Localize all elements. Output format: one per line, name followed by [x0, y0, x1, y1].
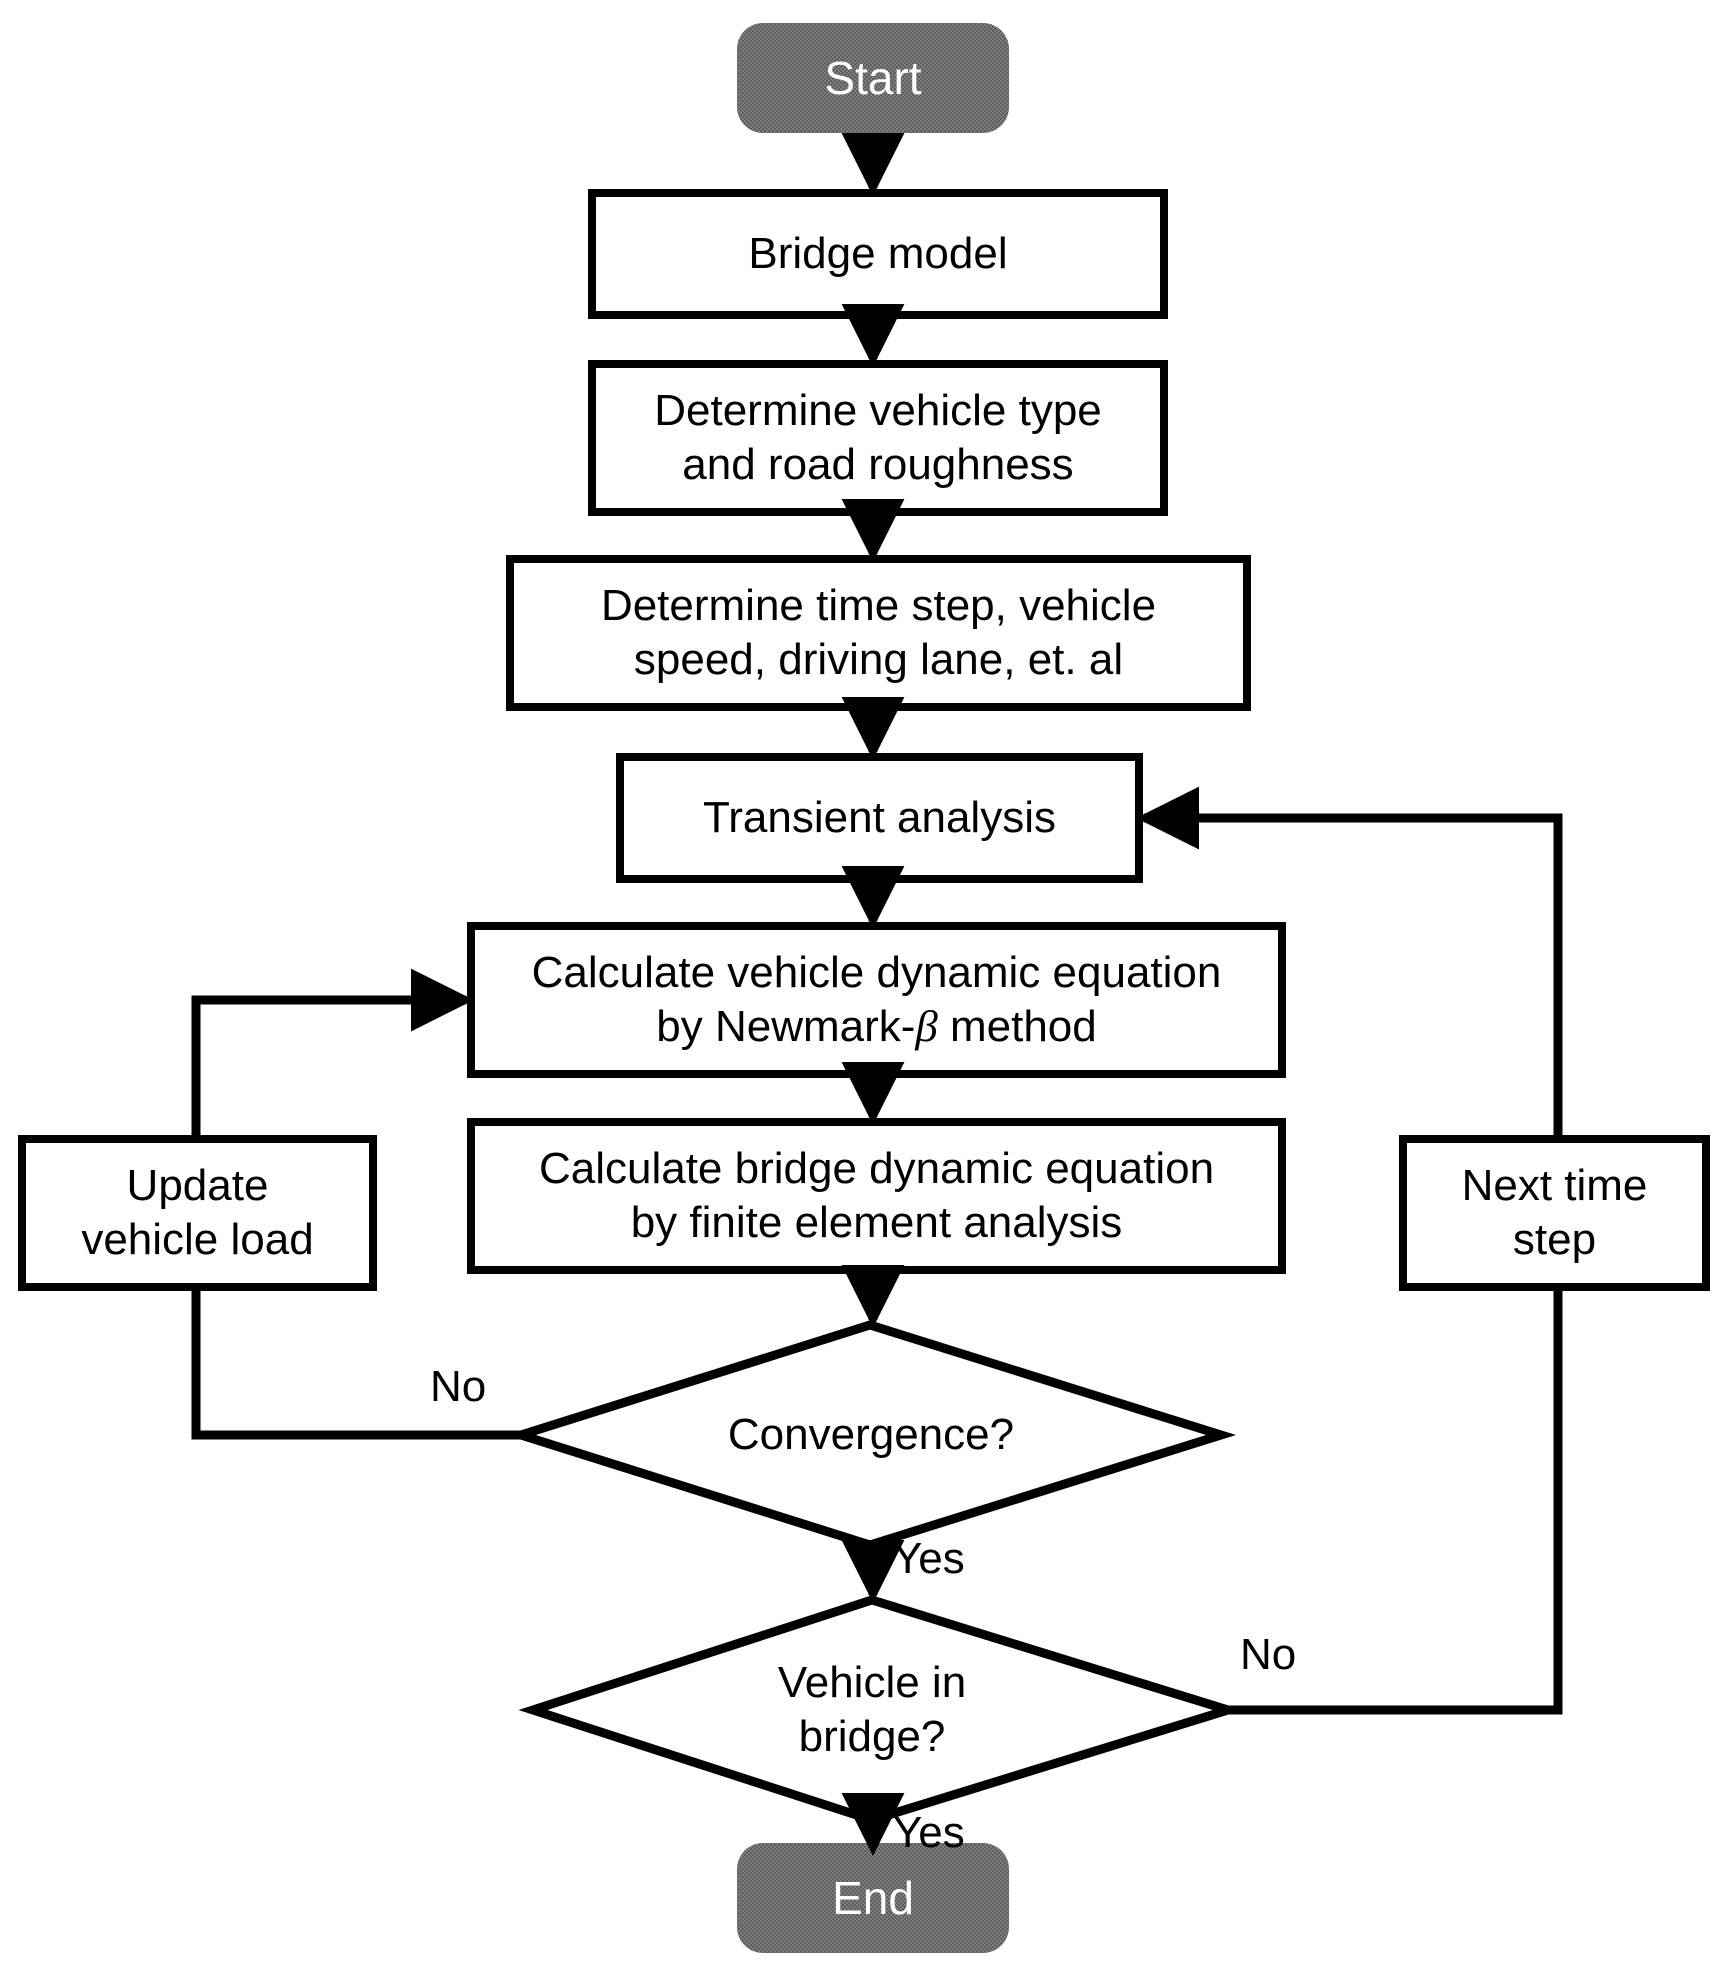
edge-label-converge-no: No [430, 1362, 487, 1411]
edge-label-inbridge-no: No [1240, 1630, 1297, 1679]
node-bridge-shape [588, 189, 1168, 319]
node-vehtype-shape [588, 360, 1168, 516]
node-start-shape [737, 23, 1009, 133]
edge-label-inbridge-yes: Yes [893, 1808, 965, 1857]
node-update-shape-overlay [18, 1135, 377, 1291]
node-transient-shape [616, 753, 1143, 883]
edge-label-converge-yes: Yes [893, 1534, 965, 1583]
node-vehcalc-shape [467, 922, 1286, 1078]
node-end-shape [737, 1843, 1009, 1953]
node-converge-shape [506, 1320, 1237, 1550]
node-nextstep-shape-overlay [1399, 1135, 1710, 1291]
node-bridgecalc-shape [467, 1118, 1286, 1274]
node-timestep-shape [506, 555, 1251, 711]
node-inbridge-shape [518, 1595, 1244, 1825]
